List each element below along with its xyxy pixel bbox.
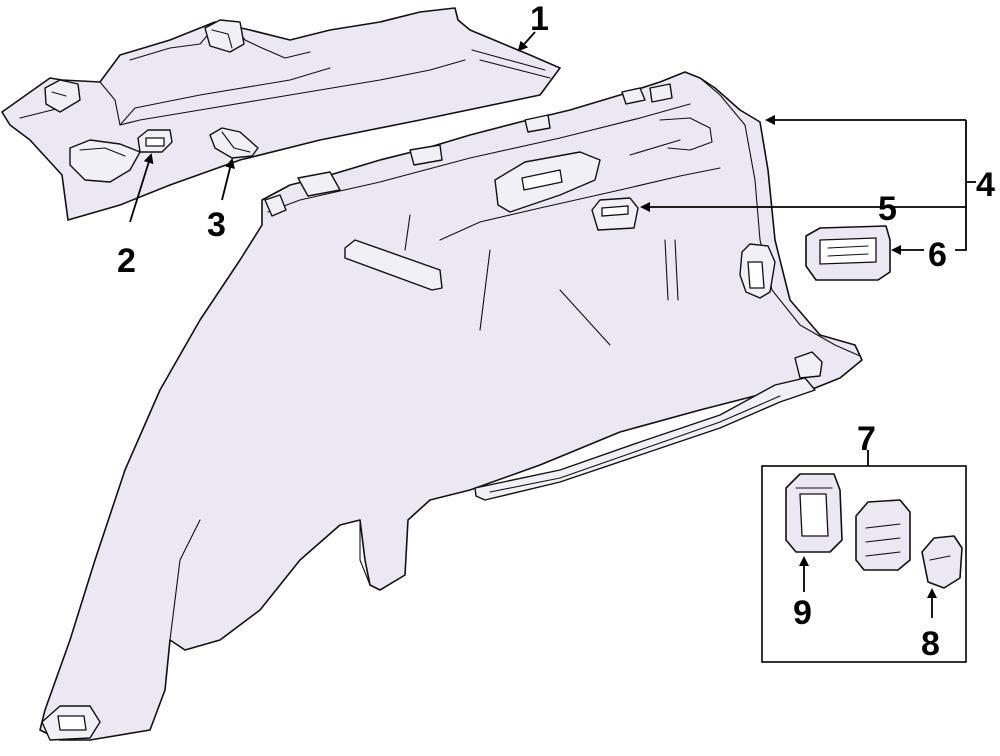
callout-4: 4 [976, 166, 995, 204]
callout-7: 7 [857, 420, 876, 458]
inset-box [761, 465, 967, 663]
bracket-part-3 [209, 127, 259, 159]
upper-trim-panel [1, 7, 561, 221]
clip-part-2 [137, 129, 173, 153]
leader-lines [129, 31, 976, 618]
outlet-part-6 [805, 225, 891, 281]
callout-5: 5 [878, 190, 897, 228]
callout-6: 6 [928, 236, 947, 274]
callout-8: 8 [921, 625, 940, 663]
callouts: 1 2 3 4 5 6 7 8 9 [117, 0, 995, 663]
bezel-part-9 [785, 473, 843, 553]
callout-9: 9 [793, 594, 812, 632]
callout-1: 1 [530, 0, 549, 38]
callout-2: 2 [117, 242, 136, 280]
switch-part-5 [591, 197, 639, 231]
cap-part-8 [921, 535, 963, 589]
callout-3: 3 [207, 206, 226, 244]
insert-part [855, 499, 911, 571]
quarter-trim-panel [39, 71, 863, 741]
